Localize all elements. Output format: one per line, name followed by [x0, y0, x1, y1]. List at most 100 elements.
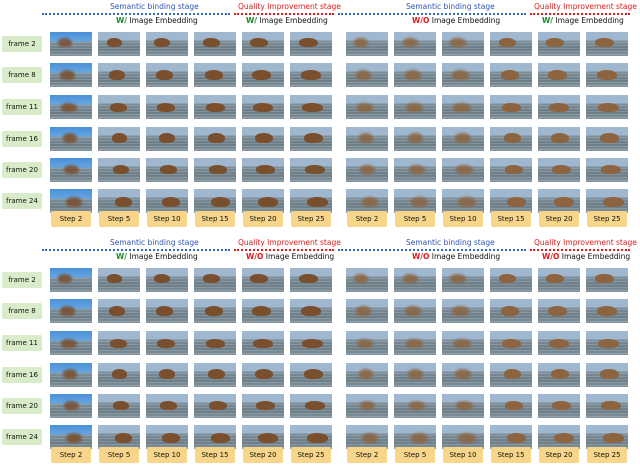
animal-figure	[499, 274, 516, 283]
animal-figure	[210, 433, 230, 443]
animal-figure	[602, 197, 624, 207]
quality-stage-label: Quality Improvement stage	[238, 2, 341, 11]
animal-figure	[451, 70, 469, 80]
video-frame-thumbnail	[242, 299, 284, 323]
animal-figure	[203, 38, 220, 47]
semantic-stage-label: Semantic binding stage	[110, 238, 199, 247]
video-frame-thumbnail	[538, 95, 580, 119]
video-frame-thumbnail	[146, 158, 188, 182]
water-texture	[442, 403, 484, 418]
video-frame-thumbnail	[242, 95, 284, 119]
animal-figure	[61, 339, 77, 348]
video-frame-thumbnail	[538, 189, 580, 213]
animal-figure	[302, 339, 323, 348]
embedding-tag: W/O	[246, 252, 264, 261]
video-frame-thumbnail	[98, 299, 140, 323]
video-frame-thumbnail	[538, 158, 580, 182]
animal-figure	[506, 197, 526, 207]
animal-figure	[64, 165, 79, 174]
animal-figure	[552, 401, 571, 410]
animal-figure	[107, 38, 122, 47]
animal-figure	[549, 339, 569, 348]
video-frame-thumbnail	[290, 63, 332, 87]
video-frame-thumbnail	[394, 425, 436, 449]
animal-figure	[406, 339, 423, 348]
animal-figure	[299, 274, 318, 283]
video-frame-thumbnail	[98, 127, 140, 151]
video-frame-thumbnail	[290, 158, 332, 182]
step-label: Step 5	[395, 447, 435, 463]
animal-figure	[65, 197, 82, 207]
water-texture	[346, 372, 388, 387]
video-frame-thumbnail	[146, 63, 188, 87]
quality-stage-label: Quality Improvement stage	[534, 238, 637, 247]
embedding-label-quality: W/ Image Embedding	[542, 16, 624, 25]
animal-figure	[403, 38, 418, 47]
video-frame-thumbnail	[586, 32, 628, 56]
video-frame-thumbnail	[242, 32, 284, 56]
water-texture	[346, 167, 388, 182]
animal-figure	[550, 369, 569, 379]
animal-figure	[203, 274, 220, 283]
video-frame-thumbnail	[290, 331, 332, 355]
video-frame-thumbnail	[538, 425, 580, 449]
frame-label: frame 16	[2, 131, 42, 147]
animal-figure	[453, 103, 471, 112]
frame-label: frame 11	[2, 335, 42, 351]
video-frame-thumbnail	[98, 189, 140, 213]
water-texture	[442, 372, 484, 387]
animal-figure	[450, 274, 466, 283]
embedding-label-semantic: W/O Image Embedding	[412, 252, 500, 261]
video-frame-thumbnail	[586, 127, 628, 151]
video-frame-thumbnail	[490, 32, 532, 56]
animal-figure	[500, 306, 519, 316]
video-frame-thumbnail	[290, 268, 332, 292]
water-texture	[490, 136, 532, 151]
animal-figure	[305, 165, 325, 174]
semantic-stage-line	[338, 13, 526, 15]
step-label: Step 20	[243, 211, 283, 227]
video-frame-thumbnail	[394, 299, 436, 323]
animal-figure	[410, 433, 428, 443]
video-frame-thumbnail	[242, 394, 284, 418]
animal-figure	[209, 165, 227, 174]
animal-figure	[61, 103, 77, 112]
animal-figure	[160, 165, 177, 174]
video-frame-thumbnail	[490, 158, 532, 182]
video-frame-thumbnail	[442, 127, 484, 151]
water-texture	[98, 372, 140, 387]
video-frame-thumbnail	[146, 331, 188, 355]
animal-figure	[207, 133, 225, 143]
animal-figure	[360, 165, 375, 174]
animal-figure	[361, 433, 378, 443]
step-label: Step 20	[539, 211, 579, 227]
video-frame-thumbnail	[394, 363, 436, 387]
video-frame-thumbnail	[98, 63, 140, 87]
animal-figure	[65, 433, 82, 443]
animal-figure	[251, 306, 271, 316]
water-texture	[346, 403, 388, 418]
video-frame-thumbnail	[290, 189, 332, 213]
animal-figure	[250, 38, 268, 47]
step-label: Step 15	[491, 447, 531, 463]
video-frame-thumbnail	[50, 127, 92, 151]
water-texture	[442, 136, 484, 151]
water-texture	[146, 372, 188, 387]
step-label: Step 5	[99, 211, 139, 227]
video-frame-thumbnail	[538, 331, 580, 355]
video-frame-thumbnail	[442, 331, 484, 355]
animal-figure	[108, 70, 125, 80]
animal-figure	[256, 165, 275, 174]
animal-figure	[251, 70, 271, 80]
video-frame-thumbnail	[242, 189, 284, 213]
video-frame-thumbnail	[586, 331, 628, 355]
video-frame-thumbnail	[490, 189, 532, 213]
animal-figure	[306, 433, 328, 443]
step-label: Step 5	[99, 447, 139, 463]
video-frame-thumbnail	[346, 425, 388, 449]
embedding-label-semantic: W/O Image Embedding	[412, 16, 500, 25]
video-frame-thumbnail	[98, 394, 140, 418]
step-label: Step 25	[291, 211, 331, 227]
